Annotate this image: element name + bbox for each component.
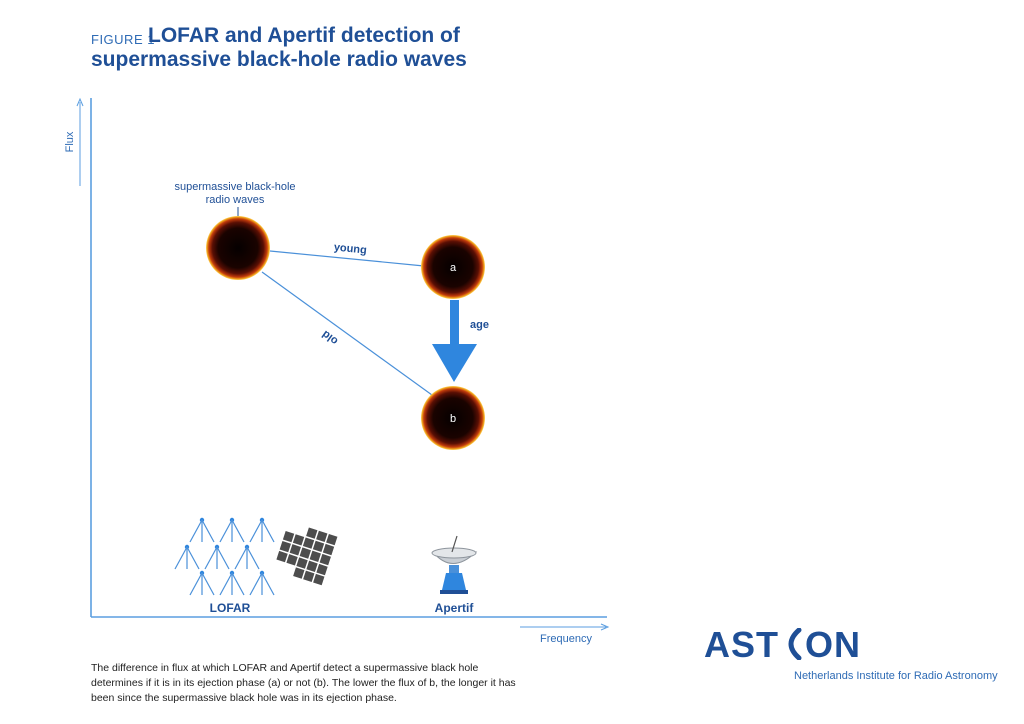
lofar-antenna-array-icon	[174, 517, 275, 596]
antenna-icon	[189, 570, 215, 596]
figure-title-line-2: supermassive black-hole radio waves	[91, 48, 467, 71]
source-label-line-2: radio waves	[206, 194, 265, 206]
logo-r-glyph	[788, 627, 802, 661]
antenna-icon	[249, 570, 275, 596]
astron-logo: AST ON	[704, 624, 861, 666]
panel-tile	[292, 534, 305, 546]
panel-tile	[306, 560, 318, 573]
panel-tile	[296, 557, 308, 569]
panel-tile	[326, 533, 338, 546]
panel-tile	[276, 550, 288, 563]
logo-subtitle: Netherlands Institute for Radio Astronom…	[794, 670, 998, 682]
apertif-dish-icon	[431, 535, 478, 594]
black-hole-b	[421, 386, 485, 450]
logo-text-prefix: AST	[704, 624, 779, 665]
apertif-label: Apertif	[435, 601, 475, 615]
panel-tile	[309, 550, 321, 563]
panel-tile	[299, 547, 311, 559]
age-arrow-head	[432, 344, 477, 382]
panel-tile	[316, 563, 328, 576]
x-axis-label: Frequency	[540, 633, 592, 645]
panel-tile	[289, 544, 301, 556]
panel-tile	[312, 540, 325, 553]
node-b-label: b	[450, 413, 456, 425]
figure-title-line-1: LOFAR and Apertif detection of	[148, 24, 460, 47]
antenna-icon	[219, 570, 245, 596]
panel-tile	[303, 570, 315, 582]
age-arrow-shaft	[450, 300, 459, 346]
panel-tile	[313, 573, 325, 586]
logo-text-suffix: ON	[805, 624, 861, 665]
y-axis-label: Flux	[64, 131, 76, 152]
antenna-icon	[174, 544, 200, 570]
source-label-line-1: supermassive black-hole	[174, 181, 295, 193]
lofar-label: LOFAR	[210, 601, 251, 615]
panel-tile	[306, 527, 318, 539]
panel-tile	[316, 530, 328, 543]
old-label: old	[320, 328, 340, 347]
panel-tile	[302, 537, 315, 549]
antenna-icon	[189, 517, 215, 543]
panel-tile	[319, 553, 331, 566]
black-hole-source	[206, 216, 270, 280]
young-label: young	[333, 241, 367, 256]
panel-tile	[293, 567, 305, 579]
panel-tile	[282, 530, 295, 543]
figure-caption: The difference in flux at which LOFAR an…	[91, 662, 516, 704]
antenna-icon	[219, 517, 245, 543]
black-hole-a	[421, 235, 485, 299]
figure-label: FIGURE 1	[91, 32, 155, 47]
lofar-tile-panel-icon	[276, 527, 338, 586]
panel-tile	[322, 543, 335, 556]
node-a-label: a	[450, 262, 457, 274]
flux-arrow-head	[76, 97, 84, 107]
panel-tile	[279, 540, 291, 553]
antenna-icon	[249, 517, 275, 543]
frequency-arrow-head	[600, 623, 610, 631]
antenna-icon	[204, 544, 230, 570]
young-connection-line	[269, 250, 425, 267]
age-label: age	[470, 319, 489, 331]
axes: Flux Frequency	[64, 97, 610, 645]
antenna-icon	[234, 544, 260, 570]
old-connection-line	[261, 271, 433, 396]
panel-tile	[286, 554, 298, 566]
